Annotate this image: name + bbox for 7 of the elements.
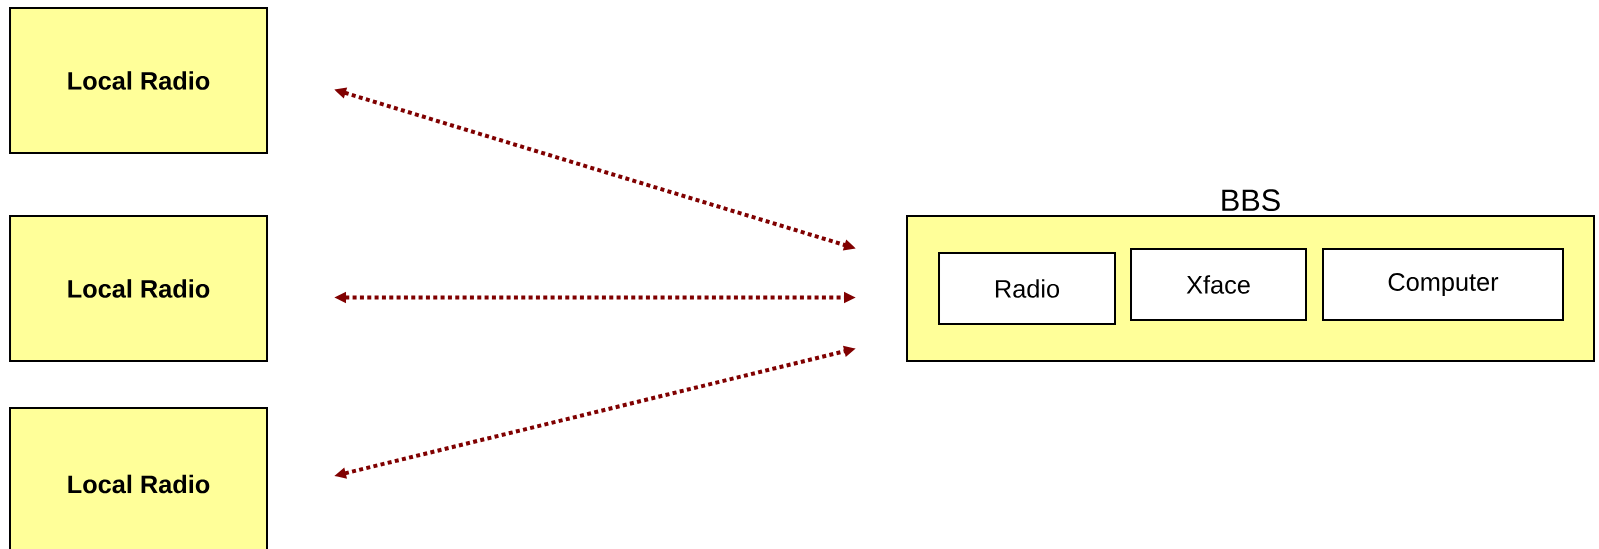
component-box: Computer [1322,248,1564,321]
radio-box: Local Radio [9,215,268,362]
radio-box: Local Radio [9,7,268,154]
container-title: BBS [1222,189,1280,212]
component-box: Xface [1130,248,1307,321]
radio-box: Local Radio [9,407,268,549]
component-box: Radio [938,252,1116,325]
